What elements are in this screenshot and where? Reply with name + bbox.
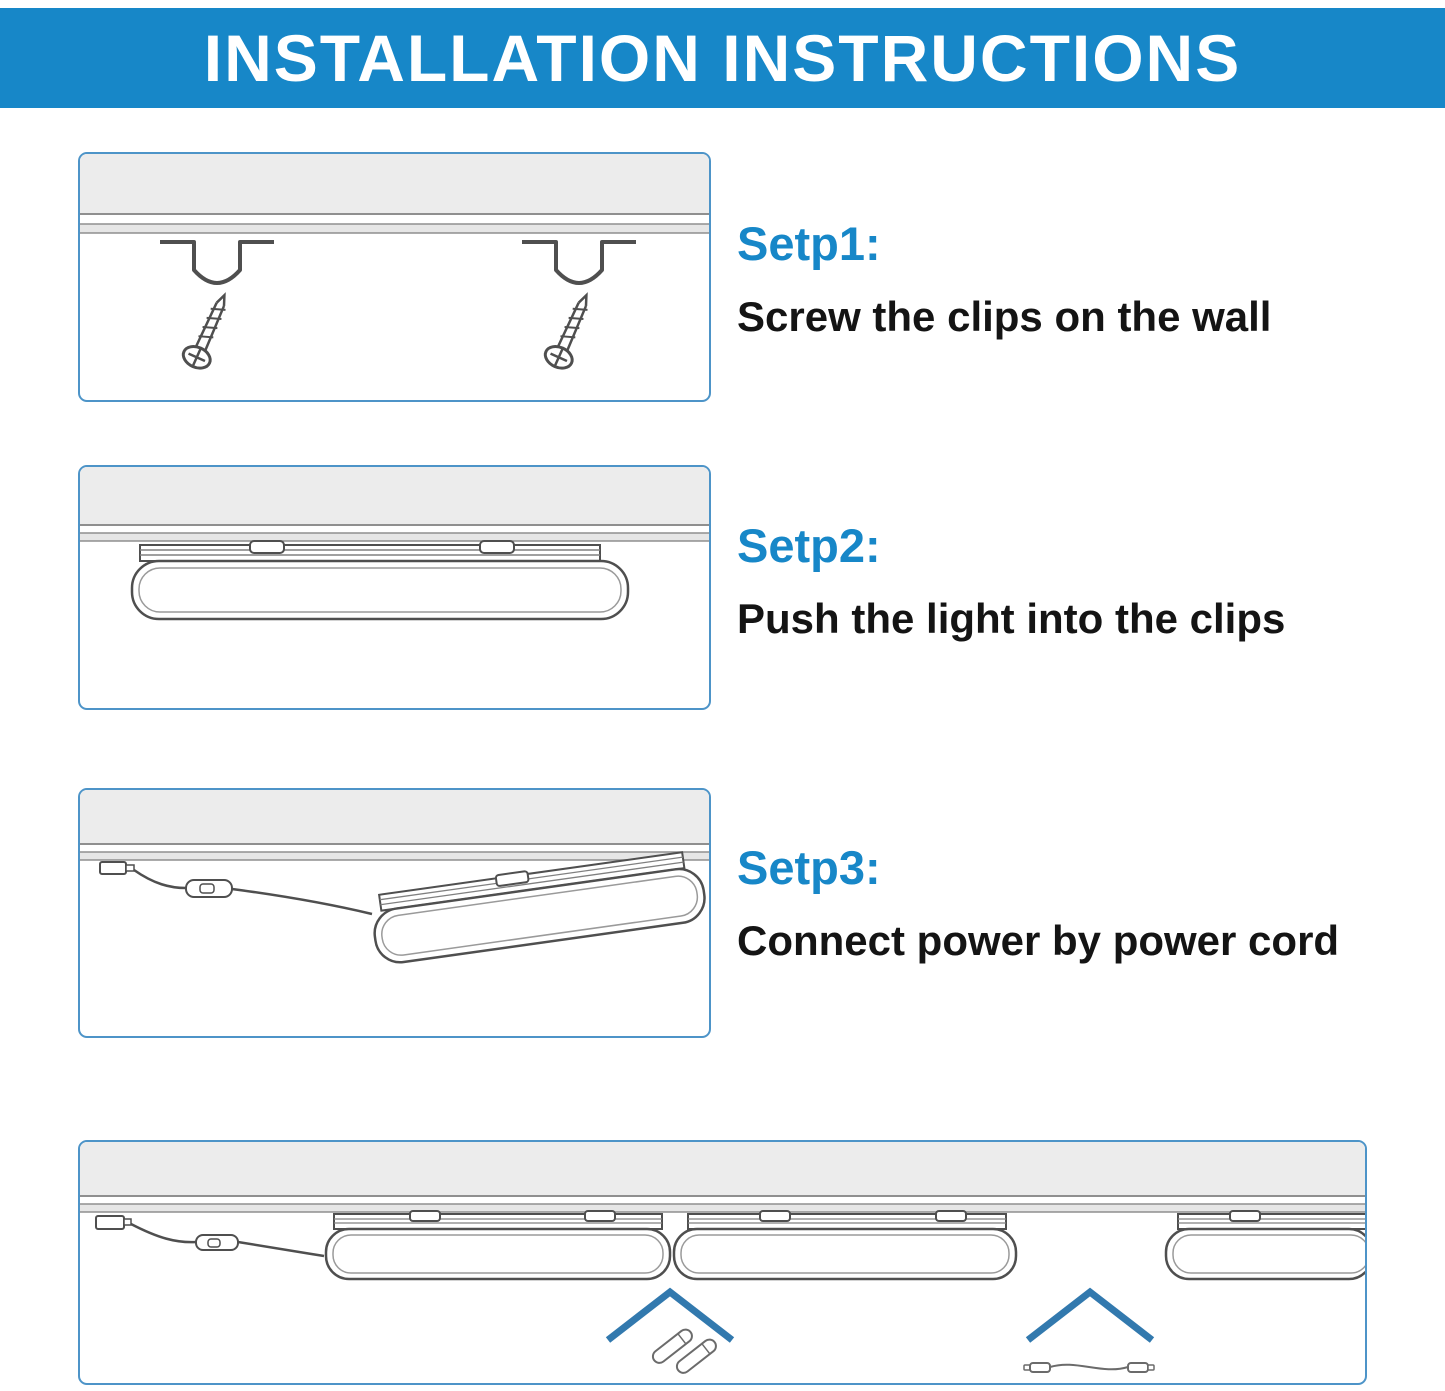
linked-lights-illustration	[80, 1142, 1365, 1374]
wall-cross-section	[80, 467, 709, 542]
wall-cross-section	[80, 790, 709, 861]
step3-label: Setp3:	[737, 841, 881, 894]
connector-cable-icon	[1023, 1362, 1155, 1373]
page-title: INSTALLATION INSTRUCTIONS	[203, 21, 1242, 95]
mounting-clip-icon	[479, 540, 515, 554]
inline-connector-icon	[185, 879, 233, 898]
light-diffuser	[324, 1227, 672, 1281]
connector-pins-icon	[651, 1328, 717, 1374]
light-diffuser	[672, 1227, 1018, 1281]
chevron-up-icon	[1025, 1287, 1155, 1343]
step2-label: Setp2:	[737, 519, 881, 572]
light-diffuser	[373, 867, 706, 964]
mounting-clip-icon	[494, 870, 530, 887]
light-fixture	[373, 851, 706, 964]
mounting-clip-icon	[759, 1210, 791, 1222]
mounting-clip-icon	[249, 540, 285, 554]
step2-illustration	[80, 467, 709, 621]
step3-illustration-panel	[78, 788, 711, 1038]
mounting-clip-icon	[409, 1210, 441, 1222]
mounting-clip-with-screw-icon	[158, 240, 276, 375]
mounting-clip-icon	[584, 1210, 616, 1222]
step2-illustration-panel	[78, 465, 711, 710]
wall-power-connector-icon	[99, 861, 127, 875]
mounting-clip-icon	[935, 1210, 967, 1222]
step3-illustration	[80, 790, 709, 964]
step1-text: Setp1: Screw the clips on the wall	[737, 216, 1271, 341]
light-diffuser	[130, 559, 630, 621]
step1-description: Screw the clips on the wall	[737, 293, 1272, 340]
header-banner: INSTALLATION INSTRUCTIONS	[0, 8, 1445, 108]
wall-cross-section	[80, 1142, 1365, 1213]
light-fixture-segment-3	[1164, 1210, 1365, 1281]
light-fixture-segment-2	[672, 1210, 1018, 1281]
wall-power-connector-icon	[95, 1215, 125, 1230]
chevron-up-icon	[605, 1287, 735, 1343]
light-fixture	[130, 540, 630, 621]
step2-text: Setp2: Push the light into the clips	[737, 518, 1285, 643]
mounting-clip-with-screw-icon	[520, 240, 638, 375]
mounting-clip-icon	[1229, 1210, 1261, 1222]
step1-illustration	[80, 154, 709, 375]
power-cord	[95, 1215, 325, 1258]
step3-text: Setp3: Connect power by power cord	[737, 840, 1339, 965]
step2-description: Push the light into the clips	[737, 595, 1286, 642]
light-diffuser	[1164, 1227, 1365, 1281]
power-cord	[99, 861, 373, 916]
light-fixture-segment-1	[324, 1210, 672, 1281]
wall-cross-section	[80, 154, 709, 234]
step3-description: Connect power by power cord	[737, 917, 1340, 964]
step1-illustration-panel	[78, 152, 711, 402]
linked-lights-illustration-panel	[78, 1140, 1367, 1385]
step1-label: Setp1:	[737, 217, 881, 270]
